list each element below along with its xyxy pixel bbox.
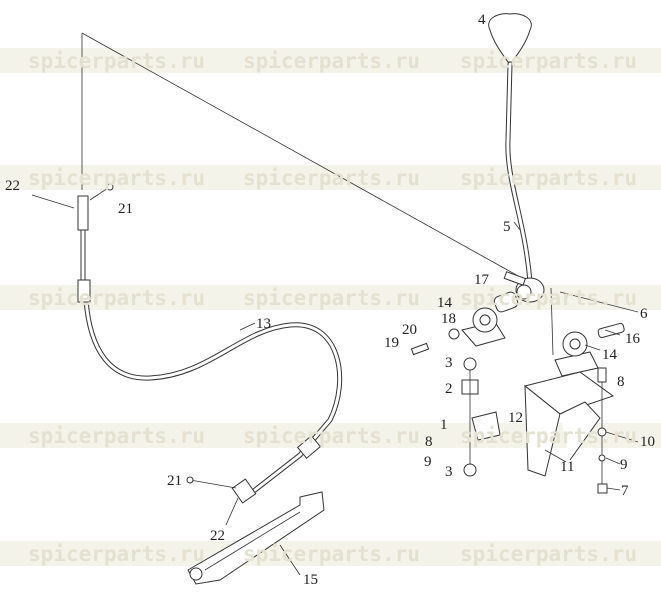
callout-3b: 3 bbox=[445, 464, 453, 480]
callout-6: 6 bbox=[640, 306, 648, 322]
callout-16: 16 bbox=[625, 331, 641, 347]
bracket-lever bbox=[187, 491, 325, 585]
watermark-text: spicerparts.ru bbox=[243, 286, 420, 310]
callout-22a: 22 bbox=[5, 178, 20, 194]
callout-10: 10 bbox=[640, 434, 655, 450]
gear-lever bbox=[488, 13, 545, 303]
watermark-text: spicerparts.ru bbox=[28, 49, 205, 73]
callout-8a: 8 bbox=[617, 374, 625, 390]
assembly-lines bbox=[81, 32, 521, 278]
callout-8b: 8 bbox=[425, 434, 433, 450]
shift-cable bbox=[77, 195, 343, 504]
callout-21b: 21 bbox=[167, 473, 182, 489]
watermark-text: spicerparts.ru bbox=[28, 286, 205, 310]
watermark-text: spicerparts.ru bbox=[243, 166, 420, 190]
callout-15: 15 bbox=[303, 572, 318, 588]
callout-11: 11 bbox=[560, 459, 574, 475]
watermark-text: spicerparts.ru bbox=[460, 166, 637, 190]
callout-17: 17 bbox=[474, 272, 490, 288]
callout-13: 13 bbox=[256, 316, 271, 332]
lower-clevis-pins bbox=[186, 476, 239, 526]
watermark-text: spicerparts.ru bbox=[28, 424, 205, 448]
watermark-text: spicerparts.ru bbox=[28, 542, 205, 566]
callout-20: 20 bbox=[402, 322, 417, 338]
supports bbox=[410, 287, 625, 377]
callout-14a: 14 bbox=[437, 295, 453, 311]
callout-22b: 22 bbox=[210, 528, 225, 544]
callout-21a: 21 bbox=[118, 201, 133, 217]
callout-9a: 9 bbox=[424, 454, 432, 470]
watermark-text: spicerparts.ru bbox=[460, 424, 637, 448]
base-plate bbox=[461, 357, 615, 494]
watermark-text: spicerparts.ru bbox=[243, 49, 420, 73]
callout-7: 7 bbox=[621, 483, 629, 499]
watermark-text: spicerparts.ru bbox=[243, 542, 420, 566]
watermark-text: spicerparts.ru bbox=[460, 286, 637, 310]
watermark-text: spicerparts.ru bbox=[460, 542, 637, 566]
watermark-text: spicerparts.ru bbox=[28, 166, 205, 190]
callout-3a: 3 bbox=[445, 355, 453, 371]
callout-19: 19 bbox=[384, 335, 399, 351]
callout-1: 1 bbox=[440, 417, 448, 433]
callout-18: 18 bbox=[441, 311, 456, 327]
callout-4: 4 bbox=[478, 12, 486, 28]
callout-labels: 4 5 6 17 14 18 20 19 16 14 3 8 2 12 1 8 … bbox=[5, 12, 655, 588]
callout-5: 5 bbox=[503, 219, 511, 235]
callout-12: 12 bbox=[508, 410, 523, 426]
callout-14b: 14 bbox=[602, 347, 618, 363]
leader-lines bbox=[239, 221, 639, 576]
callout-2: 2 bbox=[445, 381, 453, 397]
upper-clevis-pins bbox=[31, 183, 114, 209]
watermark-text: spicerparts.ru bbox=[460, 49, 637, 73]
watermarks: spicerparts.ru spicerparts.ru spicerparts.… bbox=[28, 49, 637, 566]
watermark-text: spicerparts.ru bbox=[243, 424, 420, 448]
callout-9b: 9 bbox=[620, 457, 628, 473]
